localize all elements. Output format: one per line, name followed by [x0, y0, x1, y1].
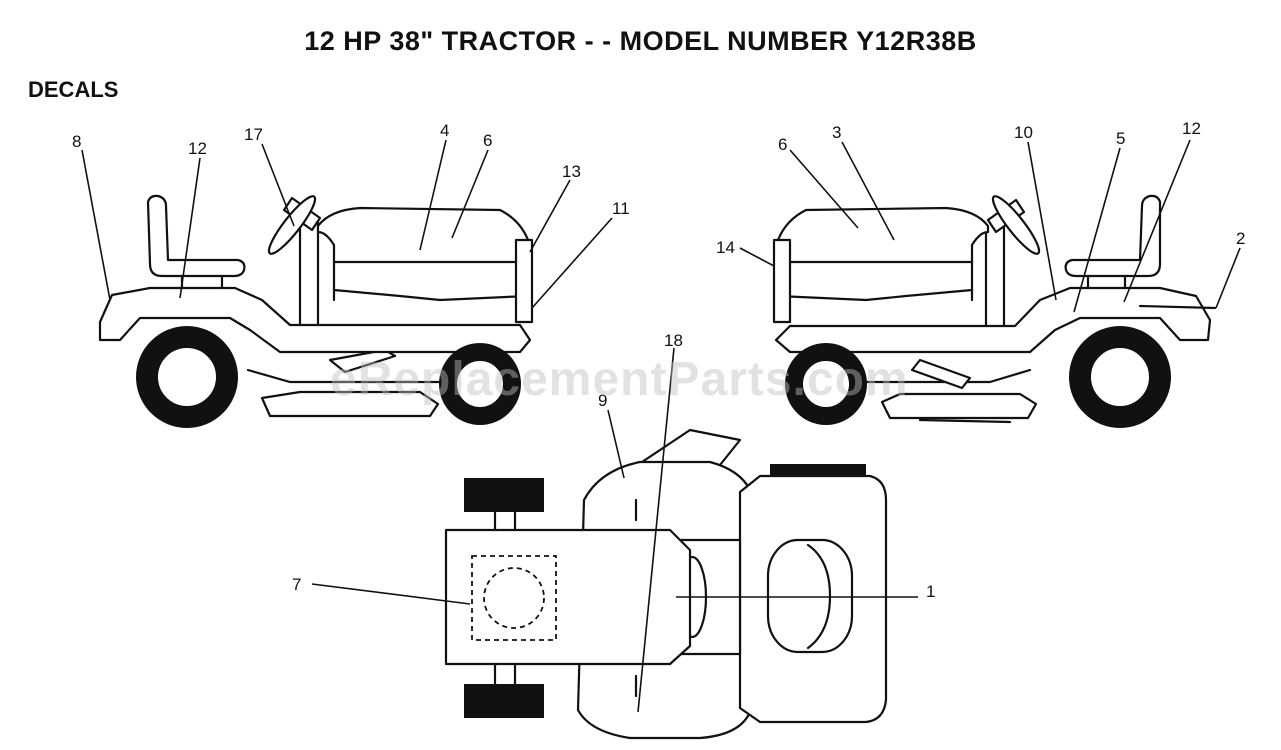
- callout-right-12: 12: [1182, 119, 1201, 138]
- top-front-wheel-upper: [464, 478, 544, 512]
- callout-right-3: 3: [832, 123, 841, 142]
- callout-left-8: 8: [72, 132, 81, 151]
- watermark: eReplacementParts.com: [330, 353, 909, 406]
- callout-left-17: 17: [244, 125, 263, 144]
- section-label: DECALS: [28, 77, 119, 102]
- right-seat: [1064, 194, 1162, 278]
- leader-lines: [81, 139, 1241, 713]
- callout-right-10: 10: [1014, 123, 1033, 142]
- top-front-wheel-lower: [464, 684, 544, 718]
- callout-left-12: 12: [188, 139, 207, 158]
- callout-labels: 8 12 17 4 6 13 11 14 6 3 10 5 12 2 18 9 …: [72, 119, 1245, 601]
- callout-right-6: 6: [778, 135, 787, 154]
- left-mower-deck: [260, 390, 440, 418]
- left-seat: [146, 194, 246, 278]
- left-body: [98, 286, 532, 354]
- tractor-right-side-view: [772, 194, 1217, 428]
- callout-right-5: 5: [1116, 129, 1125, 148]
- callout-left-6: 6: [483, 131, 492, 150]
- top-seat: [766, 538, 854, 654]
- right-hood: [776, 206, 990, 264]
- top-hood: [444, 528, 692, 666]
- tractor-top-view: [444, 428, 888, 740]
- callout-left-4: 4: [440, 121, 449, 140]
- callout-right-14: 14: [716, 238, 735, 257]
- callout-right-2: 2: [1236, 229, 1245, 248]
- tractor-left-side-view: [98, 194, 534, 428]
- callout-top-18: 18: [664, 331, 683, 350]
- callout-left-13: 13: [562, 162, 581, 181]
- right-body: [774, 286, 1212, 354]
- right-mower-deck: [880, 392, 1038, 420]
- callout-top-7: 7: [292, 575, 301, 594]
- callout-top-1: 1: [926, 582, 935, 601]
- top-hood-decal: [471, 555, 557, 641]
- callout-left-11: 11: [612, 199, 630, 218]
- page-title: 12 HP 38" TRACTOR - - MODEL NUMBER Y12R3…: [304, 26, 977, 56]
- callout-top-9: 9: [598, 391, 607, 410]
